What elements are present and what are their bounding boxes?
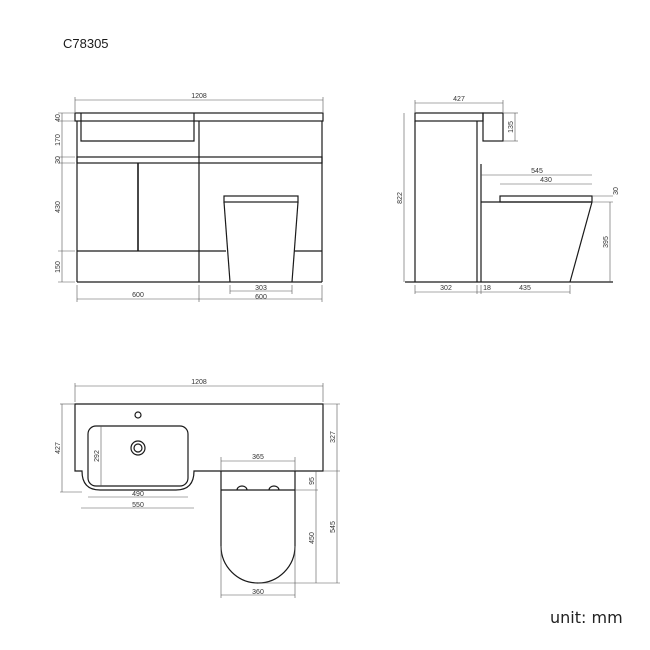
plan-view: 1208 292 427 327 490 550 365 95 450 (55, 379, 340, 598)
plan-basin-outer-w: 550 (132, 502, 144, 509)
front-pan-base: 303 (255, 285, 267, 292)
side-pan-base: 435 (519, 285, 531, 292)
front-h-plinth: 150 (55, 261, 62, 273)
plan-pan-total: 545 (330, 521, 337, 533)
plan-pan-w: 360 (252, 589, 264, 596)
side-depth: 427 (453, 96, 465, 103)
front-view: 1208 40 170 30 430 150 303 (55, 93, 324, 302)
plan-pan-top-w: 365 (252, 454, 264, 461)
plan-depth: 427 (55, 442, 62, 454)
side-panel: 18 (483, 285, 491, 292)
unit-label: unit: mm (550, 608, 623, 627)
plan-basin-inner-w: 490 (132, 491, 144, 498)
plan-top-depth: 327 (330, 431, 337, 443)
front-h-doors: 430 (55, 201, 62, 213)
side-pan-len: 545 (531, 168, 543, 175)
side-view: 427 135 822 545 430 30 395 302 18 435 (397, 96, 620, 294)
plan-pan-bowl: 450 (309, 532, 316, 544)
front-h-top: 40 (55, 114, 62, 122)
front-width-total: 1208 (191, 93, 207, 100)
plan-basin-inner-h: 292 (94, 450, 101, 462)
front-h-upper: 170 (55, 134, 62, 146)
plan-pan-gap: 95 (309, 477, 316, 485)
front-h-band: 30 (55, 156, 62, 164)
product-code: C78305 (63, 36, 109, 51)
plan-width-total: 1208 (191, 379, 207, 386)
side-seat-h: 30 (613, 187, 620, 195)
side-cab-depth: 302 (440, 285, 452, 292)
front-width-left: 600 (132, 292, 144, 299)
side-pan-h: 395 (603, 236, 610, 248)
side-height-total: 822 (397, 192, 404, 204)
side-seat-len: 430 (540, 177, 552, 184)
side-cistern-h: 135 (508, 121, 515, 133)
front-width-right: 600 (255, 294, 267, 301)
